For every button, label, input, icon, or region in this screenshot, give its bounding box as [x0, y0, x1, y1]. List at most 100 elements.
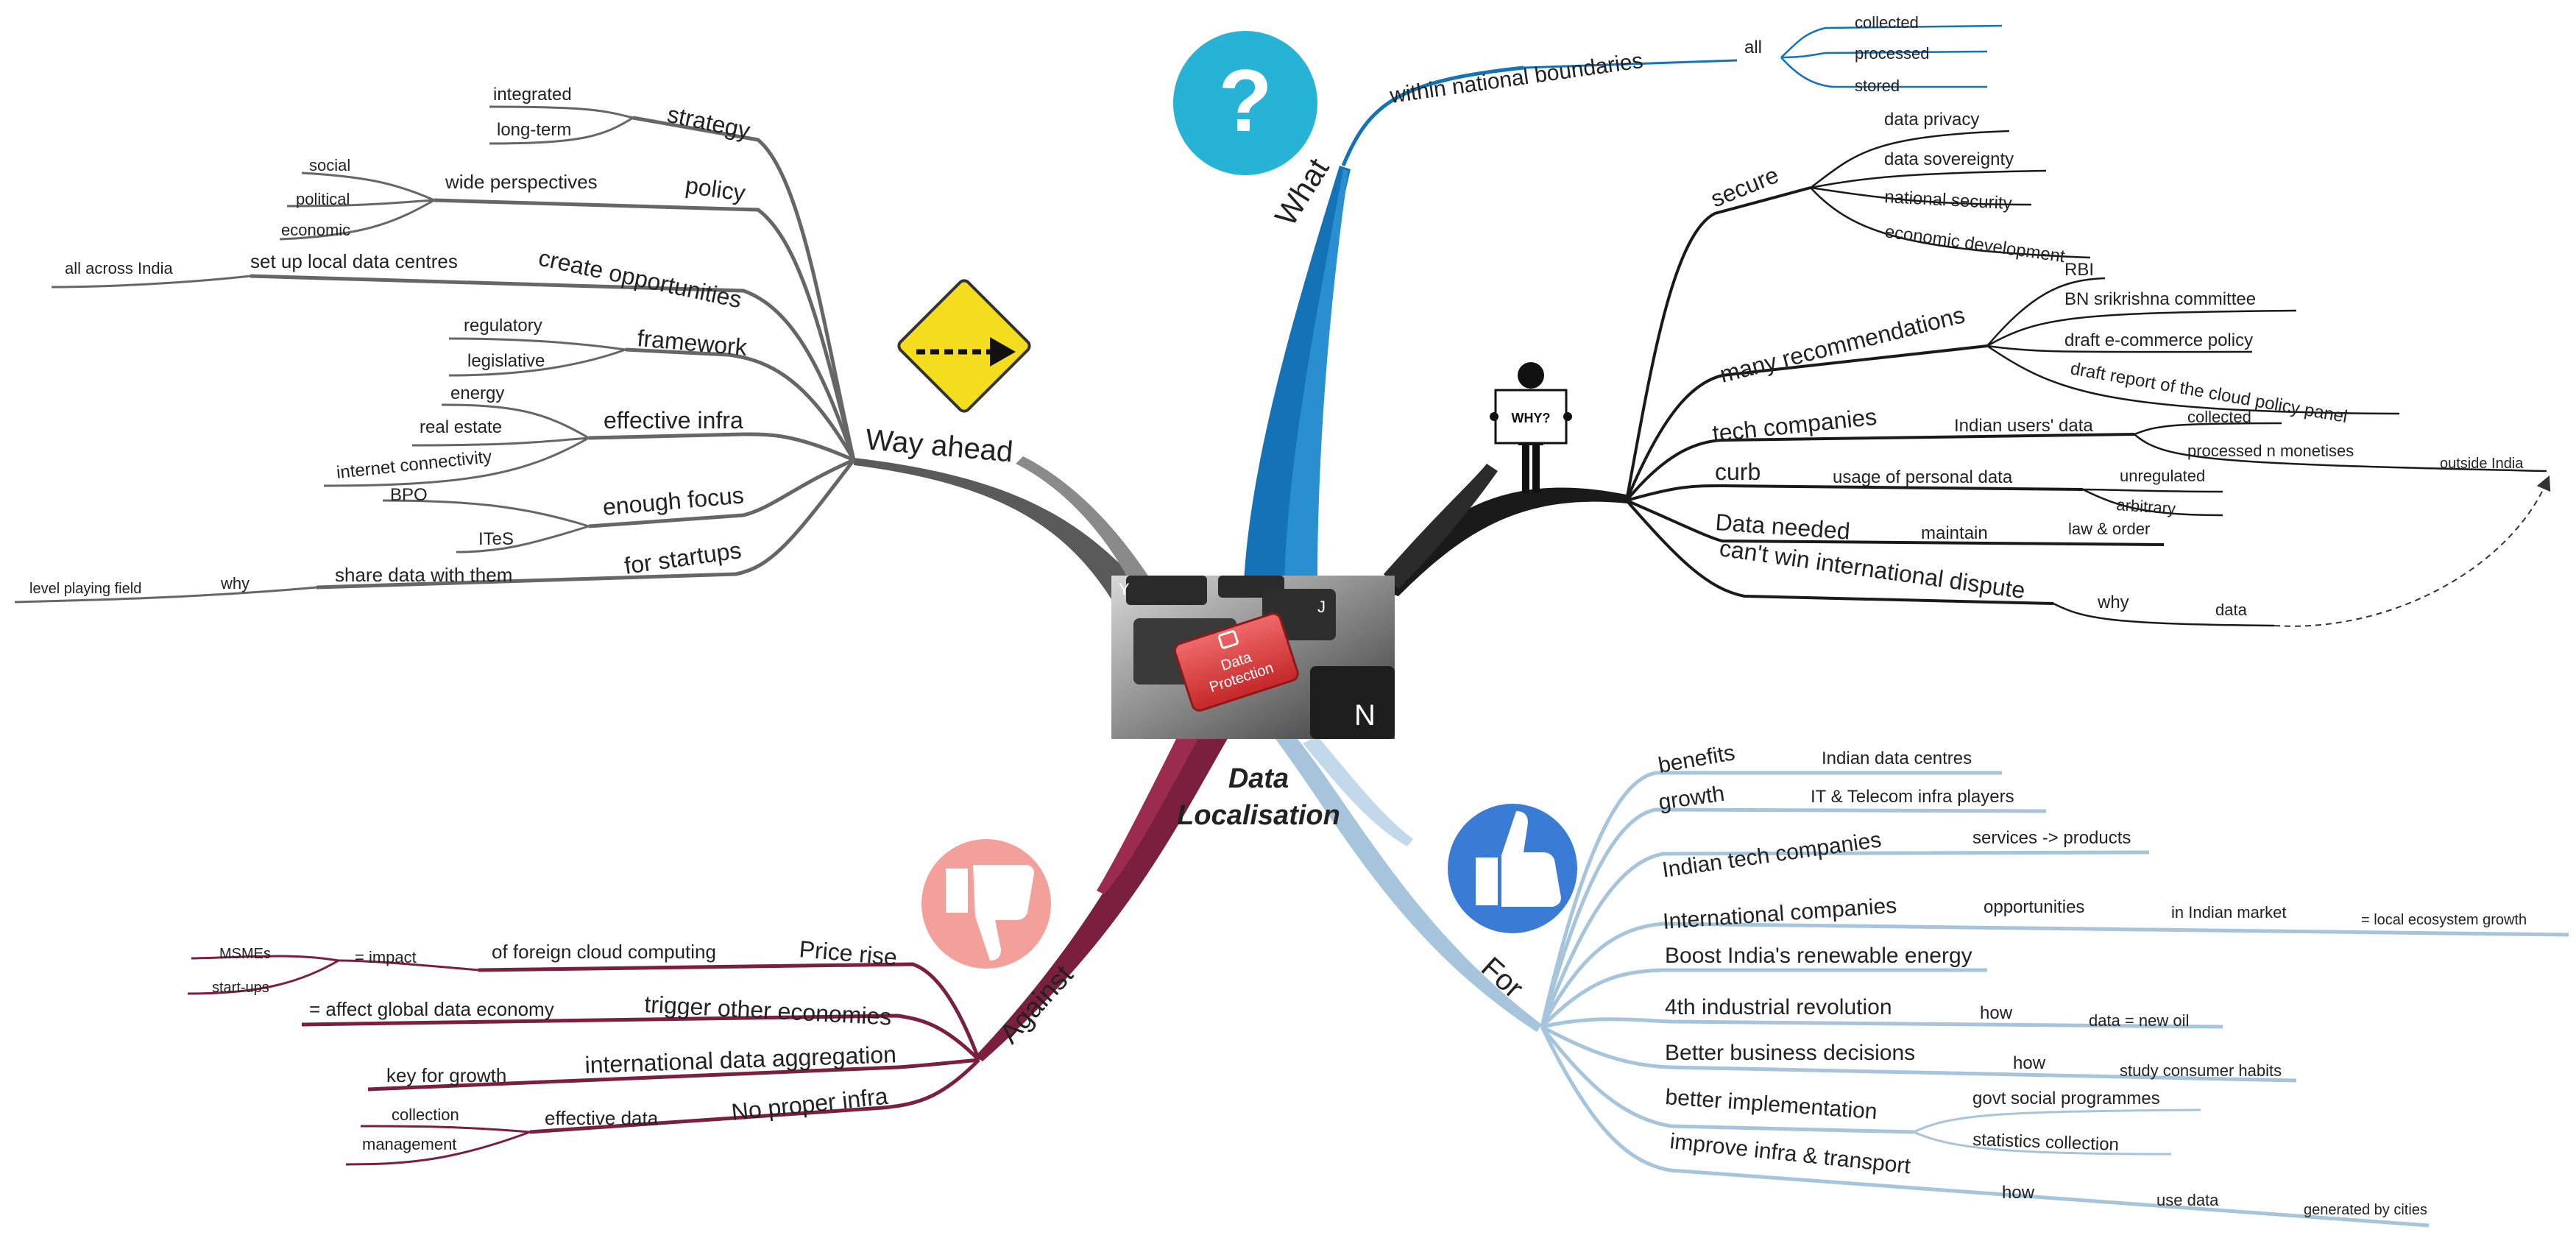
way-infra-label: effective infra	[604, 407, 743, 434]
what-l1: within national boundaries	[1387, 49, 1644, 108]
way-policy-sub: wide perspectives	[445, 171, 598, 193]
why-recs-2: draft e-commerce policy	[2064, 330, 2253, 350]
for-ind4-label: 4th industrial revolution	[1665, 995, 1892, 1019]
why-curb-label: curb	[1715, 459, 1761, 485]
why-sign-text: WHY?	[1512, 411, 1551, 425]
way-trunk-2	[1016, 456, 1152, 589]
against-infra-sub: effective data	[545, 1107, 659, 1129]
arrow-sign-icon	[897, 279, 1031, 413]
thumbs-down-icon	[921, 839, 1051, 969]
for-trunk	[1273, 736, 1542, 1032]
way-focus-0: BPO	[390, 485, 428, 505]
question-mark-icon: ?	[1173, 31, 1317, 175]
why-tech-sub: Indian users' data	[1954, 416, 2093, 436]
against-price-0: MSMEs	[219, 946, 271, 962]
why-tech-outside: outside India	[2440, 456, 2524, 472]
against-trunk	[975, 736, 1229, 1061]
lock-icon	[1217, 630, 1239, 649]
way-policy-2: economic	[281, 221, 350, 239]
why-tech-1: processed n monetises	[2187, 442, 2354, 460]
key-j-label: J	[1317, 598, 1326, 616]
for-bbd-sub: how	[2013, 1053, 2046, 1073]
for-trunk-2	[1303, 736, 1413, 846]
why-curb-0: unregulated	[2120, 467, 2205, 485]
way-framework-0: regulatory	[464, 316, 542, 336]
way-policy-1: political	[296, 190, 350, 208]
for-infra-sub: how	[2002, 1183, 2035, 1203]
what-trunk-light	[1284, 169, 1348, 581]
why-tech-0: collected	[2187, 408, 2251, 426]
for-bbd-label: Better business decisions	[1665, 1041, 1915, 1065]
why-recs-label: many recommendations	[1717, 301, 1967, 388]
way-label: Way ahead	[864, 423, 1014, 468]
key-n-label: N	[1354, 699, 1376, 732]
why-dispute-leaf: data	[2215, 601, 2248, 619]
why-secure-1: data sovereignty	[1884, 149, 2014, 169]
way-opps-leaf: all across India	[65, 259, 174, 277]
why-secure-2: national security	[1884, 187, 2013, 213]
why-secure-3: economic development	[1883, 222, 2066, 266]
against-trunk-2	[1097, 736, 1200, 894]
for-ind4-sub: how	[1980, 1003, 2013, 1023]
for-branch	[1540, 771, 2569, 1228]
way-focus-label: enough focus	[601, 481, 745, 520]
way-focus-1: ITeS	[478, 529, 514, 549]
why-curb-sub: usage of personal data	[1833, 467, 2013, 487]
what-leaf-0: collected	[1855, 13, 1919, 32]
for-infra-sub3: generated by cities	[2304, 1202, 2427, 1218]
what-leaf-1: processed	[1855, 44, 1930, 63]
why-dispute-sub: why	[2097, 593, 2129, 612]
thumbs-up-icon	[1448, 804, 1577, 933]
against-infra-label: No proper infra	[730, 1083, 889, 1125]
center-title-line1: Data	[1228, 763, 1289, 794]
what-trunk	[1244, 166, 1351, 581]
against-branch	[187, 955, 981, 1166]
way-opps-label: create opportunities	[537, 244, 744, 314]
way-branch	[14, 105, 856, 604]
way-policy-label: policy	[684, 171, 747, 206]
way-strategy-1: long-term	[497, 120, 571, 140]
for-growth-sub: IT & Telecom infra players	[1811, 787, 2014, 807]
why-sign-person-icon: WHY?	[1490, 362, 1572, 493]
for-intl-sub: opportunities	[1984, 897, 2084, 917]
why-branch	[1625, 130, 2547, 627]
why-needed-leaf: law & order	[2068, 520, 2150, 538]
why-dispute-connector	[2274, 475, 2551, 627]
why-needed-sub: maintain	[1921, 523, 1988, 543]
for-bimp-0: govt social programmes	[1972, 1089, 2160, 1108]
what-l2: all	[1744, 38, 1762, 57]
way-infra-1: real estate	[420, 417, 502, 437]
why-dispute-label: can't win international dispute	[1718, 534, 2027, 604]
data-protection-key	[1173, 612, 1299, 712]
why-curb-1: arbitrary	[2116, 495, 2176, 518]
why-trunk-2	[1384, 464, 1498, 589]
against-trigger-sub: = affect global data economy	[309, 998, 554, 1020]
against-infra-0: collection	[392, 1106, 459, 1124]
for-label: For	[1475, 951, 1529, 1005]
way-strategy-label: strategy	[665, 101, 753, 144]
way-opps-sub: set up local data centres	[250, 250, 458, 272]
for-itc-label: Indian tech companies	[1660, 827, 1883, 882]
svg-text:?: ?	[1218, 52, 1272, 150]
against-label: Against	[994, 959, 1079, 1050]
way-framework-1: legislative	[467, 351, 545, 371]
way-infra-0: energy	[450, 383, 504, 403]
against-infra-1: management	[362, 1135, 456, 1153]
way-policy-0: social	[309, 156, 350, 174]
what-branch	[1341, 24, 2003, 166]
against-trigger-label: trigger other economies	[644, 991, 893, 1030]
way-startups-why: why	[220, 574, 250, 593]
what-leaf-2: stored	[1855, 77, 1900, 95]
center-image: Data Protection Y J N	[1111, 576, 1395, 739]
for-infra-sub2: use data	[2156, 1191, 2219, 1209]
way-framework-label: framework	[636, 325, 749, 361]
center-title-line2: Localisation	[1177, 800, 1340, 831]
for-bimp-label: better implementation	[1665, 1085, 1878, 1124]
for-bbd-sub2: study consumer habits	[2120, 1061, 2282, 1080]
way-startups-sub: share data with them	[335, 564, 512, 586]
against-price-impact: = impact	[355, 948, 417, 966]
for-intl-sub3: = local ecosystem growth	[2361, 912, 2527, 928]
way-strategy-0: integrated	[493, 85, 572, 105]
